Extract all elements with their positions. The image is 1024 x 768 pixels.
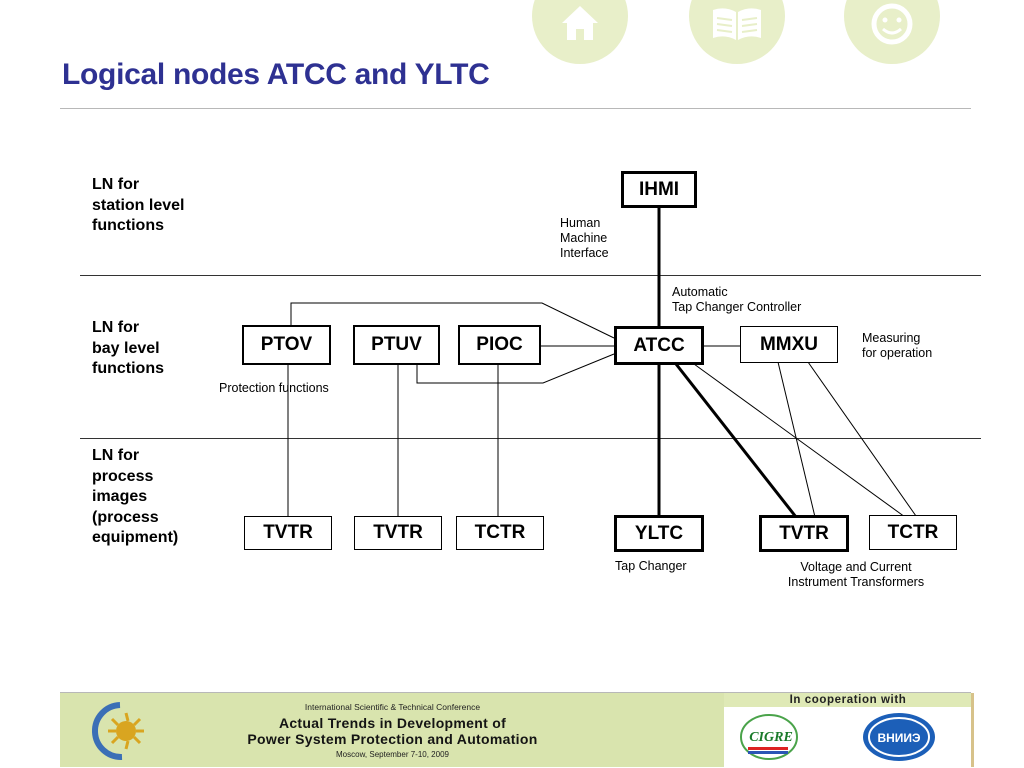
level-divider-bay-process bbox=[80, 438, 981, 439]
node-tvtr-3: TVTR bbox=[759, 515, 849, 552]
conference-banner: International Scientific & Technical Con… bbox=[60, 693, 725, 767]
annotation-atcc: Automatic Tap Changer Controller bbox=[672, 285, 802, 314]
link-mmxu-tctr bbox=[807, 361, 917, 517]
annotation-tap-changer: Tap Changer bbox=[615, 559, 687, 573]
footer-divider bbox=[60, 692, 971, 693]
svg-text:CIGRE: CIGRE bbox=[749, 730, 793, 745]
smiley-button[interactable] bbox=[844, 0, 940, 64]
level-label-bay: LN for bay level functions bbox=[92, 319, 164, 377]
node-atcc: ATCC bbox=[614, 326, 704, 365]
node-ihmi: IHMI bbox=[621, 171, 697, 208]
link-ptov-atcc bbox=[290, 302, 615, 339]
annotation-protection: Protection functions bbox=[219, 381, 329, 395]
conference-logo-icon bbox=[92, 702, 144, 761]
home-icon bbox=[562, 6, 598, 40]
page-title: Logical nodes ATCC and YLTC bbox=[62, 58, 490, 91]
cooperation-edge bbox=[971, 693, 974, 767]
level-label-process: LN for process images (process equipment… bbox=[92, 447, 179, 546]
link-mmxu-tvtr bbox=[777, 361, 816, 518]
cigre-logo-icon: CIGRE bbox=[740, 714, 798, 760]
node-pioc: PIOC bbox=[458, 325, 541, 365]
node-ptuv: PTUV bbox=[353, 325, 440, 365]
book-button[interactable] bbox=[689, 0, 785, 64]
level-divider-station-bay bbox=[80, 275, 981, 276]
level-label-station: LN for station level functions bbox=[92, 176, 185, 234]
book-icon bbox=[713, 8, 761, 40]
conference-title-line2: Power System Protection and Automation bbox=[247, 731, 538, 747]
conference-location-date: Moscow, September 7-10, 2009 bbox=[336, 750, 449, 759]
link-atcc-tctr bbox=[693, 363, 906, 518]
node-ptov: PTOV bbox=[242, 325, 331, 365]
home-button[interactable] bbox=[532, 0, 628, 64]
node-tvtr-2: TVTR bbox=[354, 516, 442, 550]
node-tctr-2: TCTR bbox=[869, 515, 957, 550]
annotation-measuring: Measuring for operation bbox=[862, 331, 933, 360]
partner-logos: CIGRE ВНИИЭ bbox=[740, 713, 935, 761]
conference-subtitle: International Scientific & Technical Con… bbox=[304, 702, 481, 712]
node-tctr-1: TCTR bbox=[456, 516, 544, 550]
conference-title-line1: Actual Trends in Development of bbox=[278, 715, 507, 731]
smiley-icon bbox=[871, 3, 913, 45]
vniie-logo-icon: ВНИИЭ bbox=[863, 713, 935, 761]
annotation-instrument-transformers: Voltage and Current Instrument Transform… bbox=[787, 560, 925, 589]
node-tvtr-1: TVTR bbox=[244, 516, 332, 550]
annotation-hmi: Human Machine Interface bbox=[560, 216, 609, 260]
link-ptuv-atcc bbox=[416, 353, 615, 384]
node-mmxu: MMXU bbox=[740, 326, 838, 363]
cooperation-title: In cooperation with bbox=[724, 693, 972, 707]
cooperation-panel: In cooperation with CIGRE ВНИИЭ bbox=[724, 693, 974, 767]
link-atcc-tvtr bbox=[674, 363, 798, 518]
node-yltc: YLTC bbox=[614, 515, 704, 552]
svg-text:ВНИИЭ: ВНИИЭ bbox=[877, 731, 921, 745]
title-divider bbox=[60, 108, 971, 109]
